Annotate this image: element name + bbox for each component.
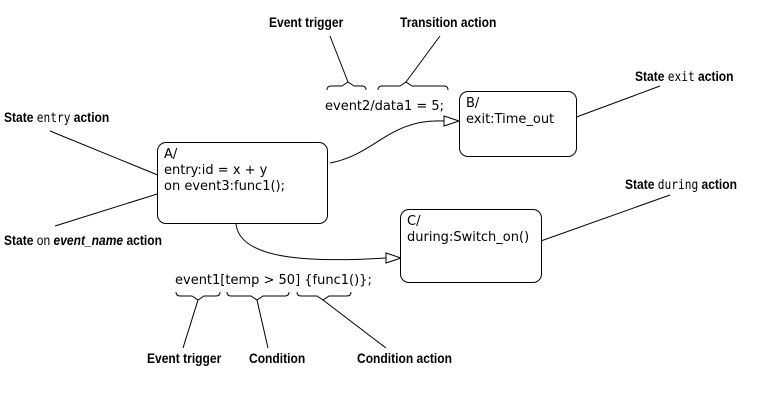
brace-condition-action (296, 291, 352, 301)
arrowhead-to-b (443, 115, 461, 127)
arrowhead-to-c (385, 252, 403, 264)
state-c: C/ during:Switch_on() (400, 209, 542, 283)
label-event-trigger-top: Event trigger (269, 14, 344, 30)
state-a-name: A/ (164, 147, 178, 162)
word-action: action (698, 68, 734, 84)
word-action: action (73, 109, 110, 125)
keyword-during: during (657, 178, 699, 193)
keyword-on: on (36, 232, 51, 248)
label-state-entry-action: State entry action (4, 109, 109, 126)
state-b: B/ exit:Time_out (459, 91, 577, 157)
state-a-entry-action: entry:id = x + y (164, 163, 268, 178)
transition-a-to-b (329, 120, 445, 164)
callout-state-on-event (54, 189, 171, 227)
word-state: State (625, 176, 655, 192)
brace-event-trigger-bottom (175, 291, 221, 301)
transition-top-label: event2/data1 = 5; (325, 99, 445, 114)
state-c-during-action: during:Switch_on() (407, 230, 530, 245)
label-transition-action: Transition action (400, 14, 497, 30)
label-state-during-action: State during action (625, 176, 737, 193)
transition-bottom-label: event1[temp > 50] {func1()}; (175, 273, 372, 288)
callout-condition (256, 299, 269, 349)
word-state: State (4, 109, 34, 125)
state-a-on-event-action: on event3:func1(); (164, 179, 285, 194)
callout-state-during (537, 194, 671, 243)
label-condition: Condition (249, 350, 306, 366)
keyword-entry: entry (36, 111, 71, 126)
callout-state-entry (49, 130, 166, 179)
callout-condition-action (322, 299, 387, 349)
callout-state-exit (562, 85, 661, 123)
brace-event-trigger-top (326, 81, 367, 91)
label-state-on-event-action: State on event_name action (4, 232, 162, 248)
transition-a-to-c (235, 223, 387, 261)
state-c-name: C/ (407, 214, 421, 229)
state-b-exit-action: exit:Time_out (466, 112, 555, 127)
word-state: State (4, 232, 34, 248)
label-condition-action: Condition action (357, 350, 452, 366)
state-b-name: B/ (466, 96, 480, 111)
callout-event-trigger-bottom (182, 299, 199, 349)
word-action: action (701, 176, 737, 192)
word-action: action (126, 232, 162, 248)
callout-event-trigger-top (329, 35, 349, 83)
keyword-exit: exit (667, 70, 695, 85)
callout-transition-action (405, 35, 441, 83)
label-state-exit-action: State exit action (635, 68, 734, 85)
brace-transition-action (377, 81, 449, 91)
word-state: State (635, 68, 665, 84)
brace-condition (226, 291, 290, 301)
state-a: A/ entry:id = x + y on event3:func1(); (157, 142, 328, 224)
label-event-trigger-bottom: Event trigger (147, 350, 222, 366)
keyword-event-name: event_name (53, 232, 124, 248)
